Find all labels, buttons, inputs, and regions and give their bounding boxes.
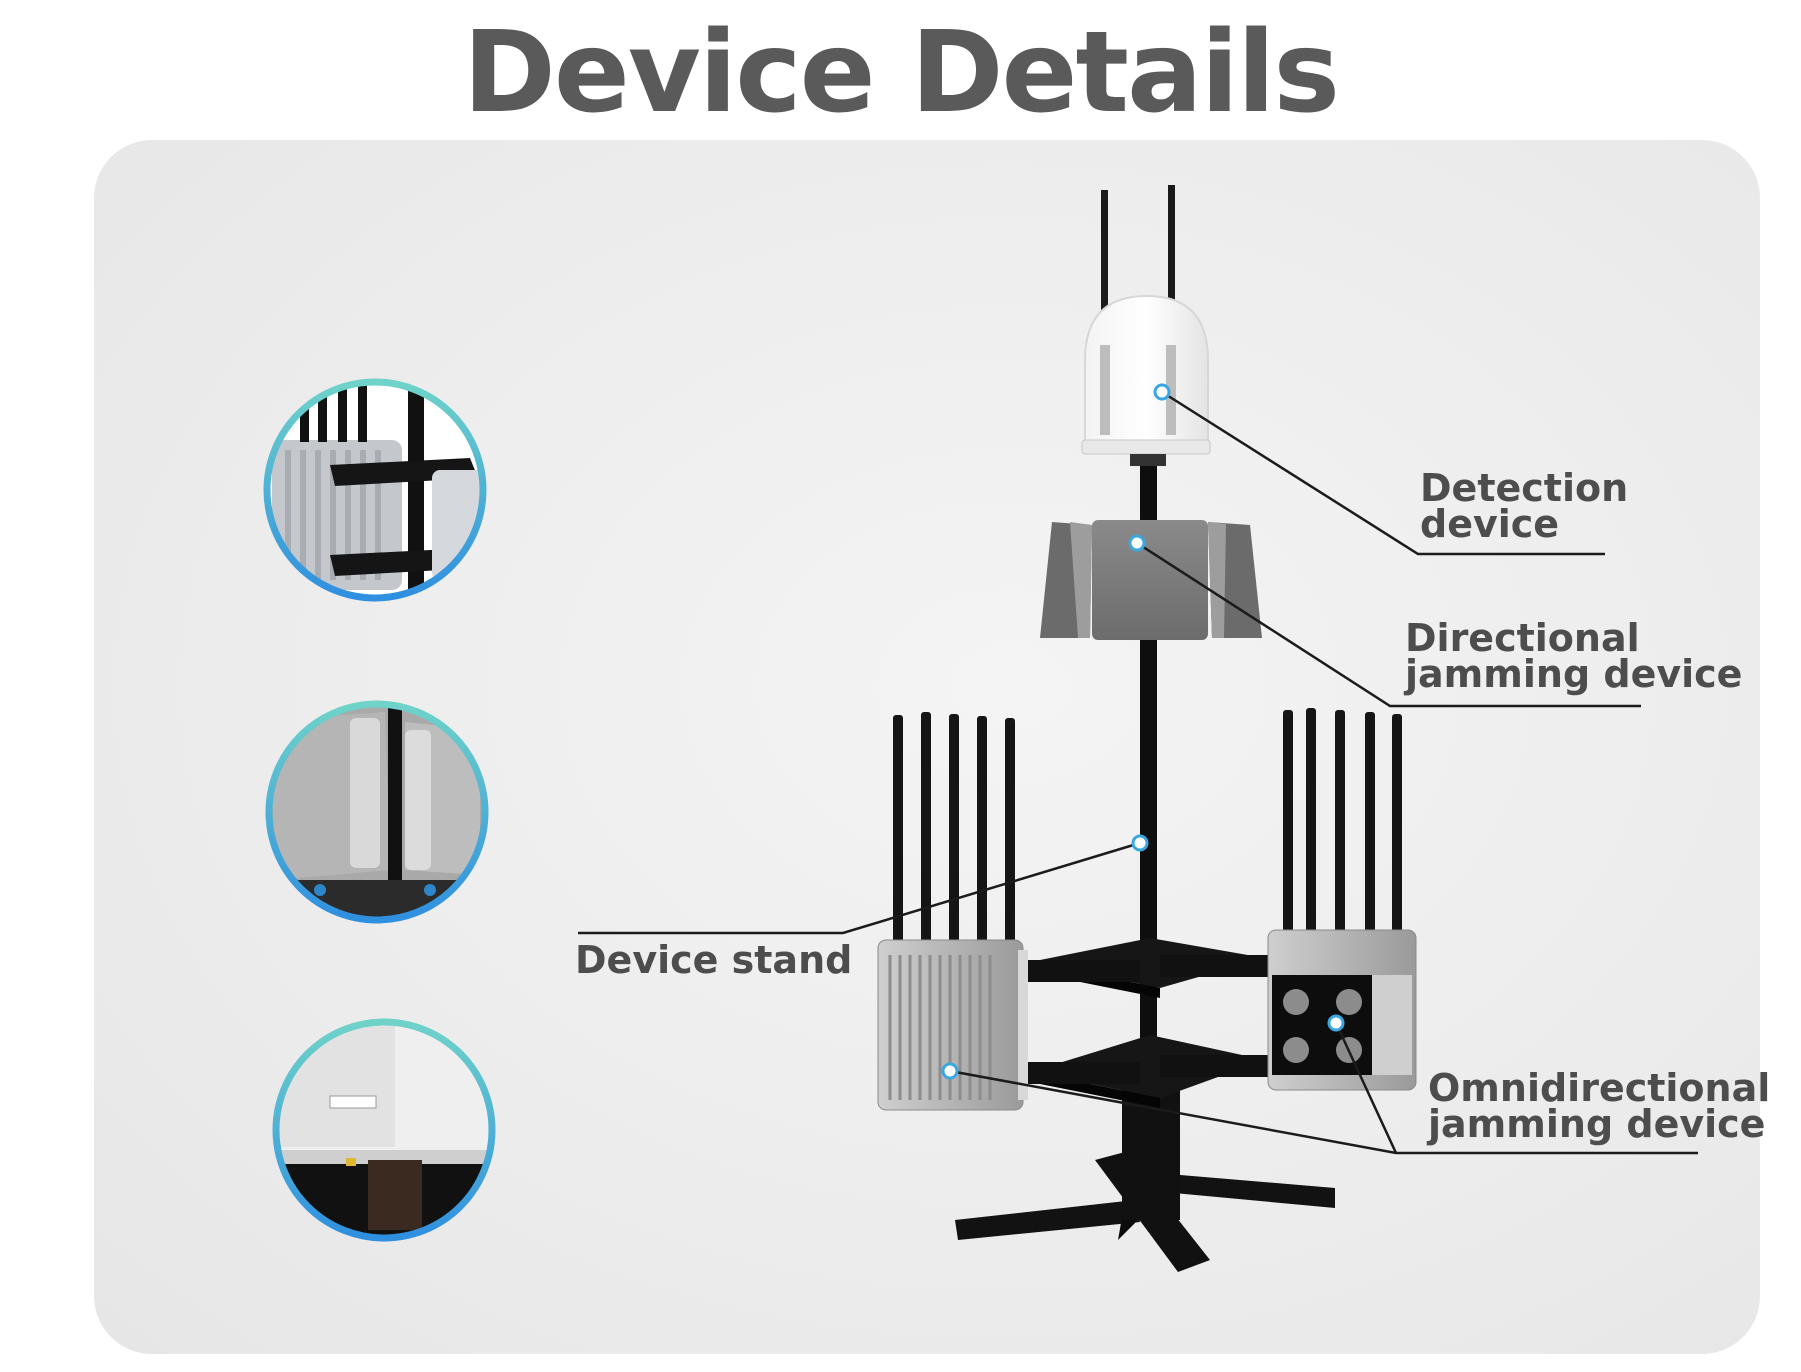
directional-jamming-device	[1040, 520, 1262, 640]
detail-circle-dome-base	[272, 1018, 496, 1242]
leader-stand	[578, 841, 1141, 935]
marker-stand	[1131, 834, 1149, 852]
detection-device	[1081, 185, 1211, 466]
marker-directional	[1128, 534, 1146, 552]
callout-markers	[941, 383, 1345, 1080]
omnidirectional-jamming-device-right	[1267, 708, 1417, 1091]
marker-omni-right	[1327, 1014, 1345, 1032]
leader-omni-right	[1334, 1022, 1398, 1154]
leader-directional	[1136, 541, 1641, 708]
leader-detection	[1161, 390, 1605, 556]
omnidirectional-jamming-device-left	[877, 712, 1028, 1111]
detail-circle-mount-bracket	[263, 378, 487, 602]
leader-lines	[578, 390, 1698, 1155]
page-title: Device Details	[462, 8, 1340, 138]
label-device-stand: Device stand	[575, 938, 853, 982]
marker-omni-left	[941, 1062, 959, 1080]
label-directional-jamming-device: Directional jamming device	[1405, 616, 1743, 696]
detail-circle-directional-panels	[265, 700, 489, 924]
label-omnidirectional-jamming-device: Omnidirectional jamming device	[1428, 1066, 1771, 1146]
label-detection-device: Detection device	[1420, 466, 1629, 546]
marker-detection	[1153, 383, 1171, 401]
